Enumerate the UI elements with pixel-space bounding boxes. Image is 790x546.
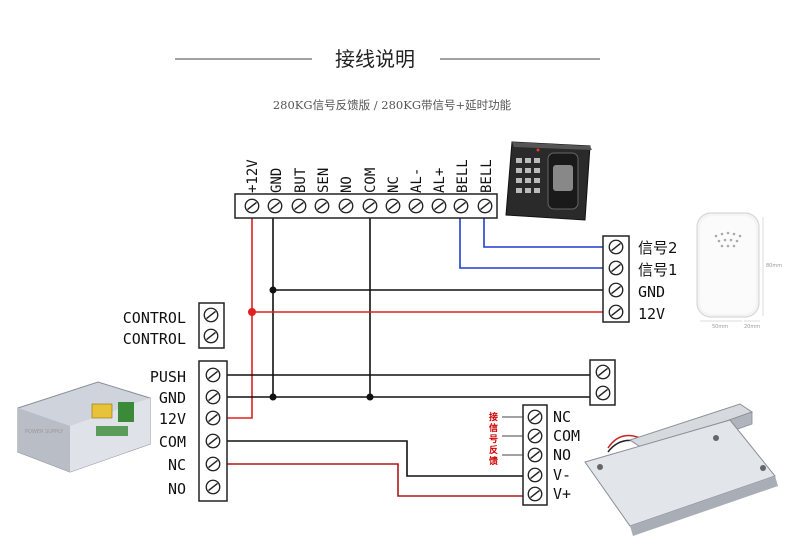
- screw-terminal-icon: [205, 367, 221, 383]
- screw-terminal-icon: [431, 198, 447, 214]
- feedback-label: 号: [489, 434, 498, 445]
- feedback-label: 接: [489, 411, 498, 423]
- terminal-label: AL-: [409, 168, 425, 193]
- terminal-label: AL+: [432, 168, 448, 193]
- wire-com-lock: [226, 440, 526, 477]
- feedback-label: 信: [489, 422, 498, 434]
- power-terminal-label: NO: [168, 480, 186, 498]
- screw-terminal-icon: [527, 486, 543, 502]
- terminal-label: BELL: [455, 159, 471, 193]
- screw-terminal-icon: [608, 282, 624, 298]
- magnetic-lock-icon: [584, 403, 778, 536]
- lock-terminal-label: NO: [553, 446, 571, 464]
- power-terminal-block: [198, 360, 228, 502]
- screw-terminal-icon: [205, 389, 221, 405]
- terminal-label: COM: [363, 168, 379, 193]
- screw-terminal-icon: [527, 467, 543, 483]
- terminal-label: NO: [339, 176, 355, 193]
- screw-terminal-icon: [595, 364, 611, 380]
- screw-terminal-icon: [608, 239, 624, 255]
- screw-terminal-icon: [205, 433, 221, 449]
- screw-terminal-icon: [362, 198, 378, 214]
- doorbell-terminal-label: 信号1: [638, 261, 678, 279]
- screw-terminal-icon: [527, 428, 543, 444]
- lock-terminal-label: COM: [553, 427, 580, 445]
- screw-terminal-icon: [338, 198, 354, 214]
- wire-nc-lock: [226, 463, 526, 497]
- lock-terminal-label: V-: [553, 466, 571, 484]
- terminal-label: +12V: [245, 159, 261, 193]
- screw-terminal-icon: [477, 198, 493, 214]
- power-terminal-label: PUSH: [150, 368, 186, 386]
- fingerprint-reader-icon: [505, 141, 592, 221]
- lock-terminal-label: V+: [553, 485, 571, 503]
- doorbell-terminal-label: 信号2: [638, 239, 678, 257]
- wire-12v-red: [226, 218, 253, 419]
- screw-terminal-icon: [608, 260, 624, 276]
- dimension-label: 50mm: [712, 324, 728, 330]
- power-terminal-label: GND: [159, 389, 186, 407]
- screw-terminal-icon: [385, 198, 401, 214]
- feedback-label: 馈: [489, 455, 498, 467]
- wire-bell-signal2: [483, 218, 607, 248]
- screw-terminal-icon: [205, 479, 221, 495]
- power-supply-label: POWER SUPPLY: [25, 429, 64, 435]
- power-terminal-label: NC: [168, 456, 186, 474]
- dimension-label: 20mm: [744, 324, 760, 330]
- terminal-label: BELL: [479, 159, 495, 193]
- screw-terminal-icon: [527, 447, 543, 463]
- screw-terminal-icon: [408, 198, 424, 214]
- feedback-label: 反: [489, 444, 498, 456]
- screw-terminal-icon: [203, 307, 219, 323]
- screw-terminal-icon: [244, 198, 260, 214]
- dimension-label: 80mm: [766, 263, 782, 269]
- doorbell-terminal-label: 12V: [638, 305, 665, 323]
- screw-terminal-icon: [527, 409, 543, 425]
- page-title: 接线说明: [335, 47, 415, 71]
- screw-terminal-icon: [608, 304, 624, 320]
- screw-terminal-icon: [203, 328, 219, 344]
- screw-terminal-icon: [291, 198, 307, 214]
- lock-terminal-label: NC: [553, 408, 571, 426]
- wire-bell-signal1: [459, 218, 607, 269]
- terminal-label: BUT: [293, 167, 309, 193]
- screw-terminal-icon: [205, 456, 221, 472]
- screw-terminal-icon: [453, 198, 469, 214]
- doorbell-terminal-label: GND: [638, 283, 665, 301]
- control-terminal-label: CONTROL: [123, 309, 186, 327]
- terminal-label: SEN: [316, 168, 332, 193]
- junction-dot: [269, 393, 277, 401]
- terminal-label: GND: [269, 168, 285, 193]
- screw-terminal-icon: [205, 410, 221, 426]
- junction-dot: [269, 286, 277, 294]
- power-terminal-label: COM: [159, 433, 186, 451]
- page-subtitle: 280KG信号反馈版 / 280KG带信号+延时功能: [273, 98, 512, 112]
- controller-terminal-labels: +12V GND BUT SEN NO COM NC AL- AL+ BELL …: [245, 159, 495, 193]
- screw-terminal-icon: [595, 385, 611, 401]
- junction-dot: [248, 308, 256, 316]
- control-terminal-label: CONTROL: [123, 330, 186, 348]
- screw-terminal-icon: [314, 198, 330, 214]
- power-terminal-label: 12V: [159, 410, 186, 428]
- screw-terminal-icon: [267, 198, 283, 214]
- power-supply-icon: POWER SUPPLY: [17, 381, 151, 473]
- terminal-label: NC: [386, 176, 402, 193]
- doorbell-icon: 80mm 50mm 20mm: [696, 212, 782, 330]
- junction-dot: [366, 393, 374, 401]
